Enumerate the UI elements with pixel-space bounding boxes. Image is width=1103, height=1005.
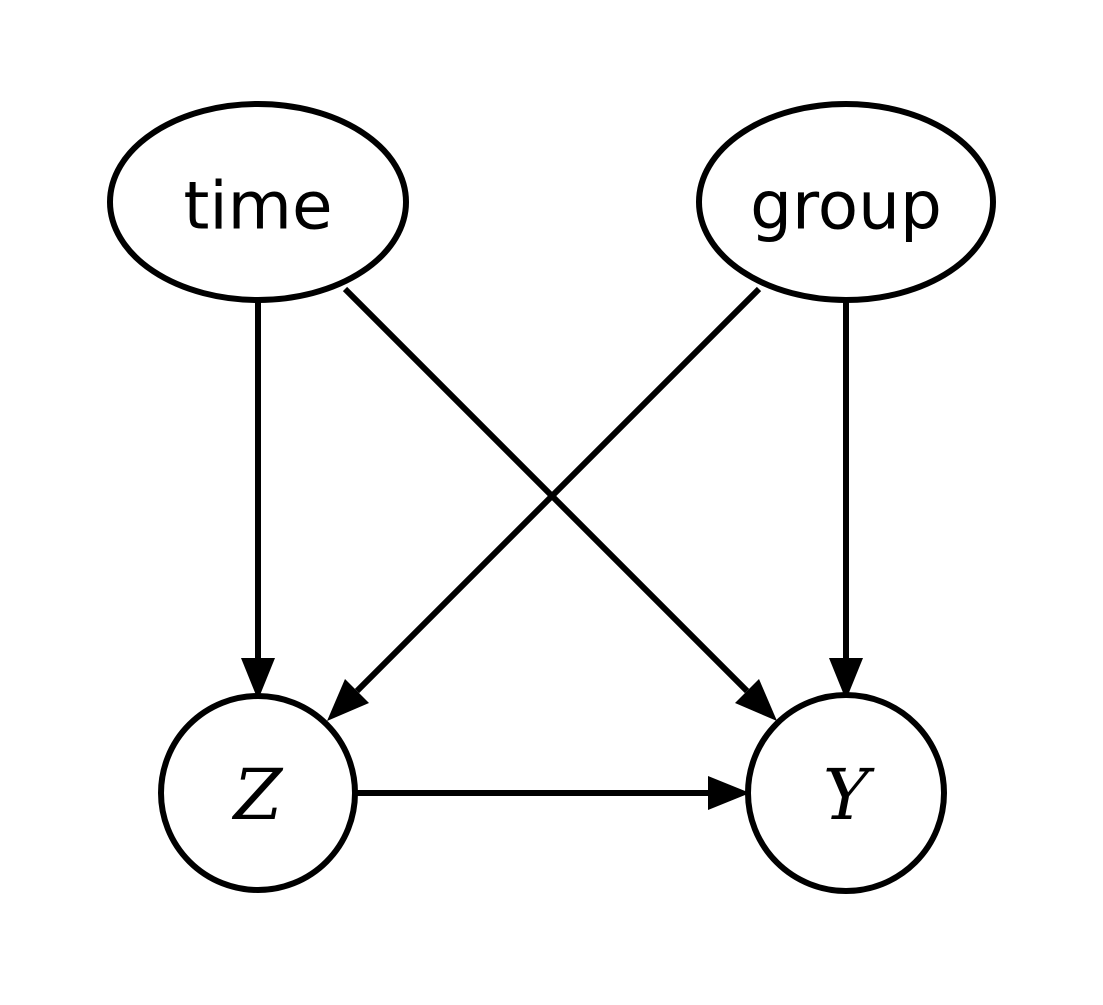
- edge-time-to-Z[interactable]: [241, 300, 275, 700]
- node-Y-label: Y: [823, 754, 875, 836]
- edge-layer: [241, 286, 863, 810]
- edge-time-to-Y[interactable]: [342, 286, 777, 721]
- node-group[interactable]: group: [696, 101, 996, 303]
- node-time-label: time: [183, 168, 332, 245]
- edge-time-to-Y-shaft: [342, 286, 750, 694]
- edge-group-to-Z-arrowhead: [327, 679, 369, 721]
- edge-Z-to-Y-arrowhead: [708, 776, 750, 810]
- node-Z[interactable]: Z: [158, 693, 358, 893]
- node-layer: time group Z Y: [107, 101, 996, 894]
- node-time[interactable]: time: [107, 101, 409, 303]
- edge-group-to-Y-arrowhead: [829, 658, 863, 700]
- node-group-ellipse: [696, 101, 996, 303]
- node-Y-circle: [745, 692, 947, 894]
- node-Z-label: Z: [232, 754, 284, 836]
- node-Y[interactable]: Y: [745, 692, 947, 894]
- node-group-label: group: [750, 168, 942, 245]
- edge-time-to-Y-arrowhead: [735, 679, 777, 721]
- node-time-ellipse: [107, 101, 409, 303]
- edge-group-to-Z[interactable]: [327, 286, 762, 721]
- edge-group-to-Y[interactable]: [829, 300, 863, 700]
- edge-group-to-Z-shaft: [354, 286, 762, 694]
- node-Z-circle: [158, 693, 358, 893]
- edge-time-to-Z-arrowhead: [241, 658, 275, 700]
- edge-Z-to-Y[interactable]: [356, 776, 750, 810]
